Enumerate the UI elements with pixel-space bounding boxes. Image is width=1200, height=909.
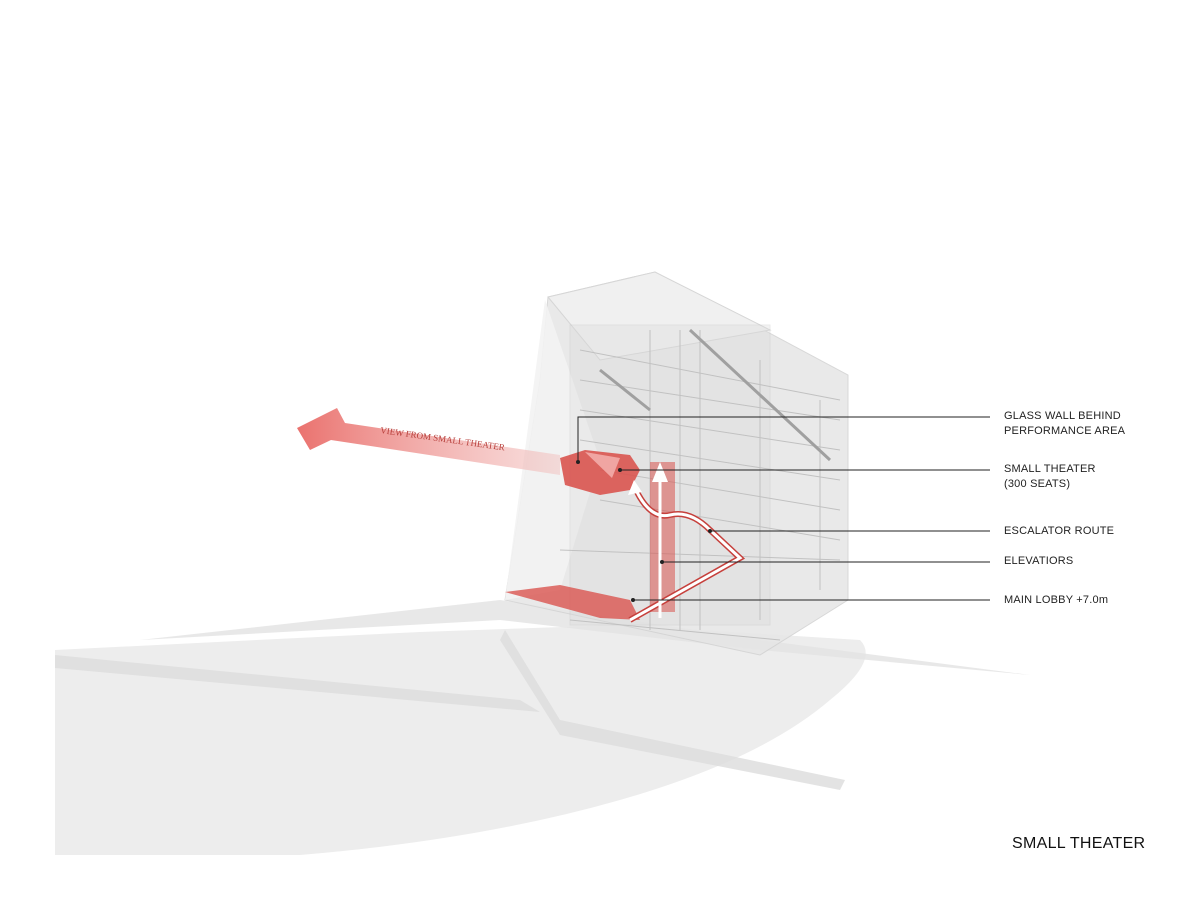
- view-arrow: [297, 408, 560, 475]
- glass-volume: [504, 271, 849, 656]
- callout-elevators: ELEVATIORS: [1004, 555, 1074, 567]
- callout-glass-wall: GLASS WALL BEHIND PERFORMANCE AREA: [1004, 409, 1125, 439]
- callout-line: PERFORMANCE AREA: [1004, 425, 1126, 437]
- callout-line: GLASS WALL BEHIND: [1004, 410, 1121, 422]
- ground-plane: [55, 600, 1030, 855]
- callout-line: (300 SEATS): [1004, 478, 1071, 490]
- leader-lines: [577, 416, 990, 601]
- callout-small-theater: SMALL THEATER (300 SEATS): [1004, 462, 1096, 492]
- callout-escalator-route: ESCALATOR ROUTE: [1004, 525, 1115, 537]
- callout-line: SMALL THEATER: [1004, 463, 1096, 475]
- elevator-arrow: [652, 462, 668, 618]
- main-lobby-floor: [505, 585, 640, 620]
- diagram-title: SMALL THEATER: [1012, 835, 1146, 852]
- escalator-route: [628, 480, 746, 623]
- leader-dots: [576, 460, 712, 602]
- callout-main-lobby: MAIN LOBBY +7.0m: [1004, 594, 1109, 606]
- small-theater-volume: [560, 450, 675, 612]
